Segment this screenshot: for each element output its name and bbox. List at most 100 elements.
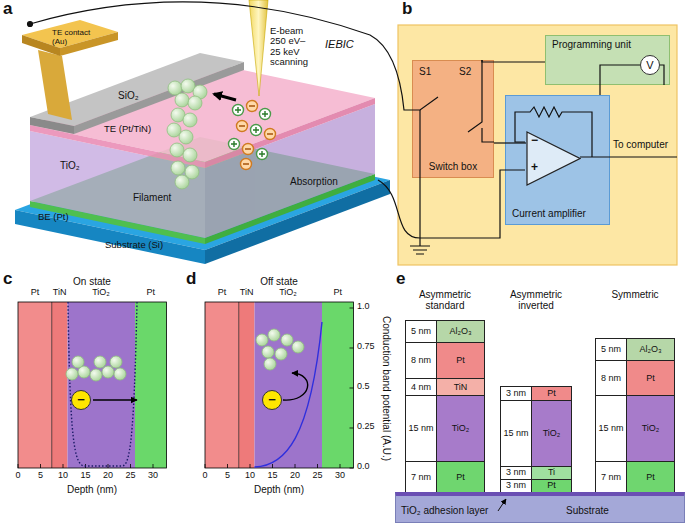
text-label: Substrate (Si)	[105, 240, 163, 250]
band-diagram-off	[262, 346, 274, 358]
panel-letter: b	[402, 0, 412, 19]
meter-circle-text: V	[646, 59, 653, 71]
filament-atoms	[167, 123, 181, 137]
layer-box: Al₂O₃	[436, 320, 485, 343]
text-label: Pt	[218, 288, 227, 298]
text-label-holder: 1.0	[357, 302, 370, 312]
electron-circle-text-holder: −	[268, 393, 276, 407]
electron-circle: −	[71, 390, 91, 410]
switch-box-text: Switch box	[429, 161, 477, 172]
text-label-holder: 30	[335, 471, 345, 481]
circuit-wire	[410, 178, 430, 254]
layer-box-text-holder: Al₂O₃	[449, 327, 471, 336]
layer-box-text: Al₂O₃	[639, 345, 661, 354]
band-diagram-on	[93, 399, 137, 400]
thickness-box-text: 8 nm	[601, 374, 621, 383]
text-label: 20	[290, 471, 300, 481]
thickness-box-text-holder: 15 nm	[408, 424, 433, 433]
band-diagram-off	[350, 308, 354, 468]
amplifier-box-text: Current amplifier	[512, 208, 586, 219]
switch-box-text-holder: S2	[459, 66, 471, 77]
filament-atoms	[179, 130, 193, 144]
circuit-wire	[515, 107, 592, 157]
substrate-band: TiO₂ adhesion layerSubstrate	[395, 492, 685, 523]
charge-carriers	[235, 107, 241, 113]
panel-letter-holder: b	[402, 0, 412, 19]
panel-letter: d	[186, 270, 196, 289]
thickness-box-text-holder: 15 nm	[598, 424, 623, 433]
filament-atoms	[175, 93, 189, 107]
circuit-wire	[580, 156, 677, 157]
text-label: Pt	[31, 288, 40, 298]
op-amp-symbol-text: +	[531, 161, 538, 174]
layer-box: Pt	[436, 342, 485, 378]
text-label: 5	[38, 471, 43, 481]
text-label: 0.0	[357, 462, 370, 472]
op-amp-symbol-text-holder: −	[531, 134, 538, 147]
layer-box: TiO₂	[436, 395, 485, 462]
text-label-holder: Asymmetric inverted	[494, 289, 578, 311]
electron-circle: −	[262, 390, 282, 410]
sio2-slab	[74, 62, 244, 134]
substrate-band-text: TiO₂ adhesion layer	[401, 505, 488, 516]
charge-carriers	[251, 125, 262, 136]
band-diagram-on	[18, 302, 167, 468]
text-label: E-beam 250 eV– 25 keV scanning	[270, 26, 318, 68]
leader-arrow	[498, 499, 506, 511]
thickness-box-text: 15 nm	[598, 424, 623, 433]
text-label-holder: 0	[202, 471, 207, 481]
text-label-holder: Depth (nm)	[254, 484, 304, 495]
thickness-box-text-holder: 5 nm	[601, 345, 621, 354]
band-diagram-on	[68, 302, 136, 468]
current-wire	[28, 2, 421, 238]
layer-box-text: Pt	[456, 473, 465, 482]
charge-carriers	[233, 105, 244, 116]
text-label-holder: 30	[148, 471, 158, 481]
band-diagram-on	[52, 302, 68, 468]
text-label-holder: IEBIC	[325, 38, 354, 50]
band-diagram-off	[205, 302, 239, 468]
thickness-box-text-holder: 3 nm	[506, 389, 526, 398]
band-diagram-off	[283, 373, 308, 400]
layer-box: Pt	[531, 479, 572, 493]
text-label: 0.5	[357, 382, 370, 392]
layer-box-text-holder: Al₂O₃	[639, 345, 661, 354]
charge-carriers	[243, 144, 254, 155]
text-label-holder: Symmetric	[593, 289, 677, 300]
layer-box-text: Pt	[646, 374, 655, 383]
filament-atoms	[183, 148, 197, 162]
band-diagram-off	[205, 302, 354, 468]
charge-carriers	[267, 133, 273, 134]
thickness-box-text: 7 nm	[411, 473, 431, 482]
layer-box-text-holder: TiO₂	[543, 429, 561, 438]
band-diagram-on	[90, 369, 102, 381]
band-diagram-on	[51, 302, 52, 468]
meter-circle-text-holder: V	[646, 59, 653, 71]
circuit-wire	[420, 170, 525, 238]
layer-box-text-holder: TiO₂	[642, 424, 660, 433]
text-label: Filament	[133, 192, 171, 203]
electron-circle-text-holder: −	[77, 393, 85, 407]
band-diagram-off	[322, 302, 354, 468]
drift-arrow	[214, 94, 236, 100]
text-label: 0	[15, 471, 20, 481]
layer-box-text-holder: TiO₂	[452, 424, 470, 433]
layer-box: TiN	[436, 378, 485, 397]
thickness-box-text: 5 nm	[601, 345, 621, 354]
text-label-holder: To computer	[613, 139, 668, 150]
text-label-holder: Filament	[133, 192, 171, 203]
circuit-wire	[660, 65, 664, 85]
band-diagram-off	[238, 302, 239, 468]
text-label-holder: 25	[312, 471, 322, 481]
sio2-slab	[30, 117, 74, 134]
text-label-holder: E-beam 250 eV– 25 keV scanning	[270, 26, 318, 68]
axis-title: Conduction band potential (A.U.)	[382, 315, 393, 460]
band-diagram-on	[94, 356, 106, 368]
op-amp-outline	[527, 132, 580, 185]
thickness-box: 15 nm	[500, 400, 532, 467]
band-diagram-off	[264, 358, 276, 370]
text-label: TiO₂	[92, 288, 110, 298]
thickness-box: 8 nm	[405, 342, 437, 378]
layer-box: TiO₂	[531, 400, 572, 467]
